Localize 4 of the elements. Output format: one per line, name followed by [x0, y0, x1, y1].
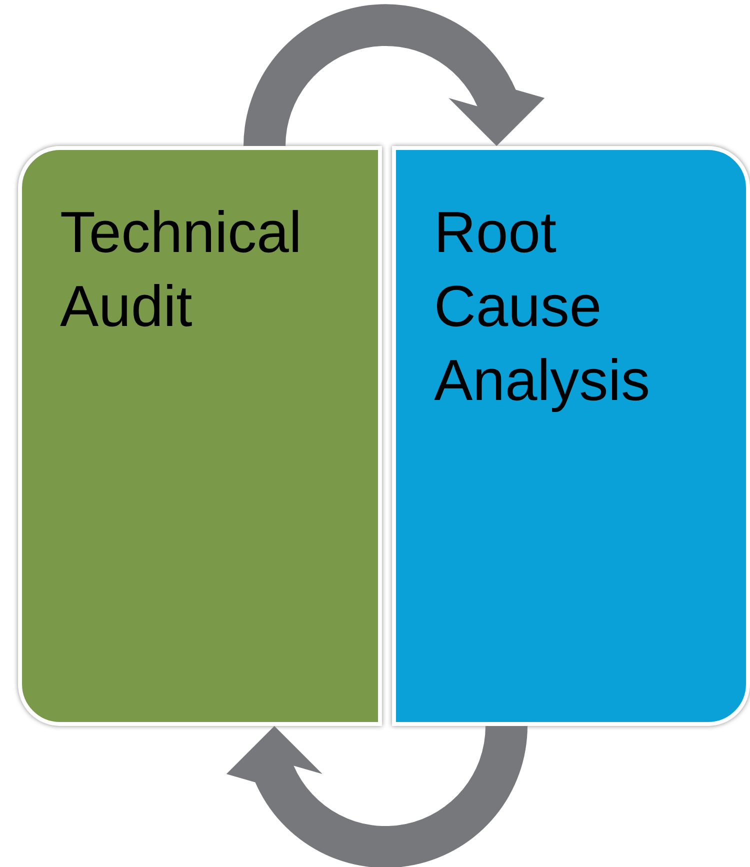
box-label: Technical Audit	[60, 199, 303, 341]
curved-arrow	[244, 4, 545, 146]
box-label: Root Cause Analysis	[434, 199, 651, 415]
curved-arrow	[226, 726, 528, 867]
